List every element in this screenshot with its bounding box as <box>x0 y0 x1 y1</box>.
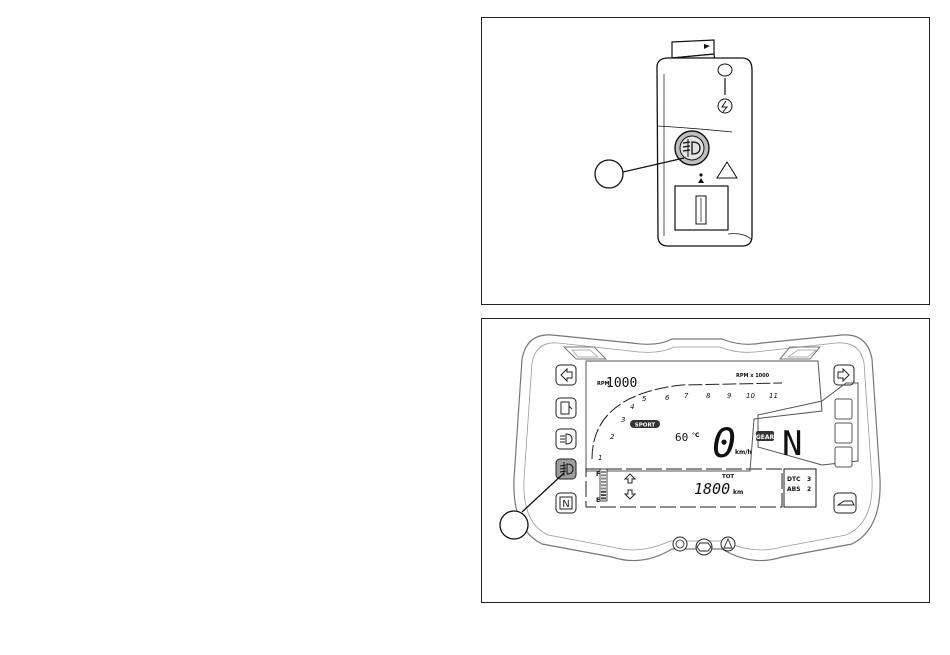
dtc-label: DTC <box>787 476 801 483</box>
switch-figure-panel <box>481 17 930 305</box>
rpm-scale-label: RPM x 1000 <box>736 373 770 379</box>
neutral-indicator: N <box>556 493 576 513</box>
neutral-letter: N <box>562 499 569 510</box>
fuel-bar-segment <box>601 484 606 486</box>
riding-mode-text: SPORT <box>635 423 656 429</box>
tach-tick-11: 11 <box>769 392 778 400</box>
low-beam-indicator <box>556 429 576 449</box>
tach-tick-7: 7 <box>684 392 689 400</box>
speed-readout: 0 <box>712 421 736 467</box>
rpm-readout: 1000 <box>606 376 637 391</box>
tach-tick-4: 4 <box>630 403 634 411</box>
fog-light-indicator <box>556 459 576 479</box>
fuel-bar-segment <box>601 494 606 496</box>
temperature-readout: 60 <box>675 431 688 444</box>
fuel-full-label: F <box>596 471 600 478</box>
fuel-empty-label: E <box>596 497 600 504</box>
fog-light-button[interactable] <box>675 131 709 165</box>
gear-readout: N <box>782 424 802 464</box>
dtc-level: 3 <box>807 476 811 483</box>
fuel-bar-segment <box>601 488 606 490</box>
tach-tick-9: 9 <box>727 392 732 400</box>
turn-left-indicator <box>556 365 576 385</box>
fuel-bar-segment <box>601 481 606 483</box>
tach-tick-6: 6 <box>665 394 670 402</box>
tach-tick-5: 5 <box>642 395 647 403</box>
handlebar-switch-illustration <box>482 18 931 306</box>
temperature-unit: °C <box>692 432 700 439</box>
gear-label: GEAR <box>756 434 775 441</box>
tach-tick-10: 10 <box>746 392 755 400</box>
abs-warning-indicator <box>673 537 687 551</box>
tach-tick-8: 8 <box>706 392 711 400</box>
fuel-bar-segment <box>601 471 606 473</box>
tach-tick-2: 2 <box>610 433 615 441</box>
abs-label: ABS <box>787 486 801 493</box>
tach-tick-3: 3 <box>621 416 625 424</box>
abs-level: 2 <box>807 486 811 493</box>
oil-pressure-indicator <box>834 493 856 513</box>
general-warning-indicator <box>721 537 735 551</box>
fuel-bar-segment <box>601 474 606 476</box>
fuel-reserve-indicator <box>556 398 576 418</box>
odometer-readout: 1800 <box>694 480 730 498</box>
speed-unit: km/h <box>735 449 752 456</box>
fuel-bar-segment <box>601 478 606 480</box>
fuel-bar-segment <box>601 491 606 493</box>
fuel-bar-segment <box>601 497 606 499</box>
odometer-unit: km <box>733 489 743 496</box>
tach-tick-1: 1 <box>598 454 602 462</box>
engine-check-indicator <box>696 539 712 555</box>
turn-right-indicator <box>834 365 854 385</box>
